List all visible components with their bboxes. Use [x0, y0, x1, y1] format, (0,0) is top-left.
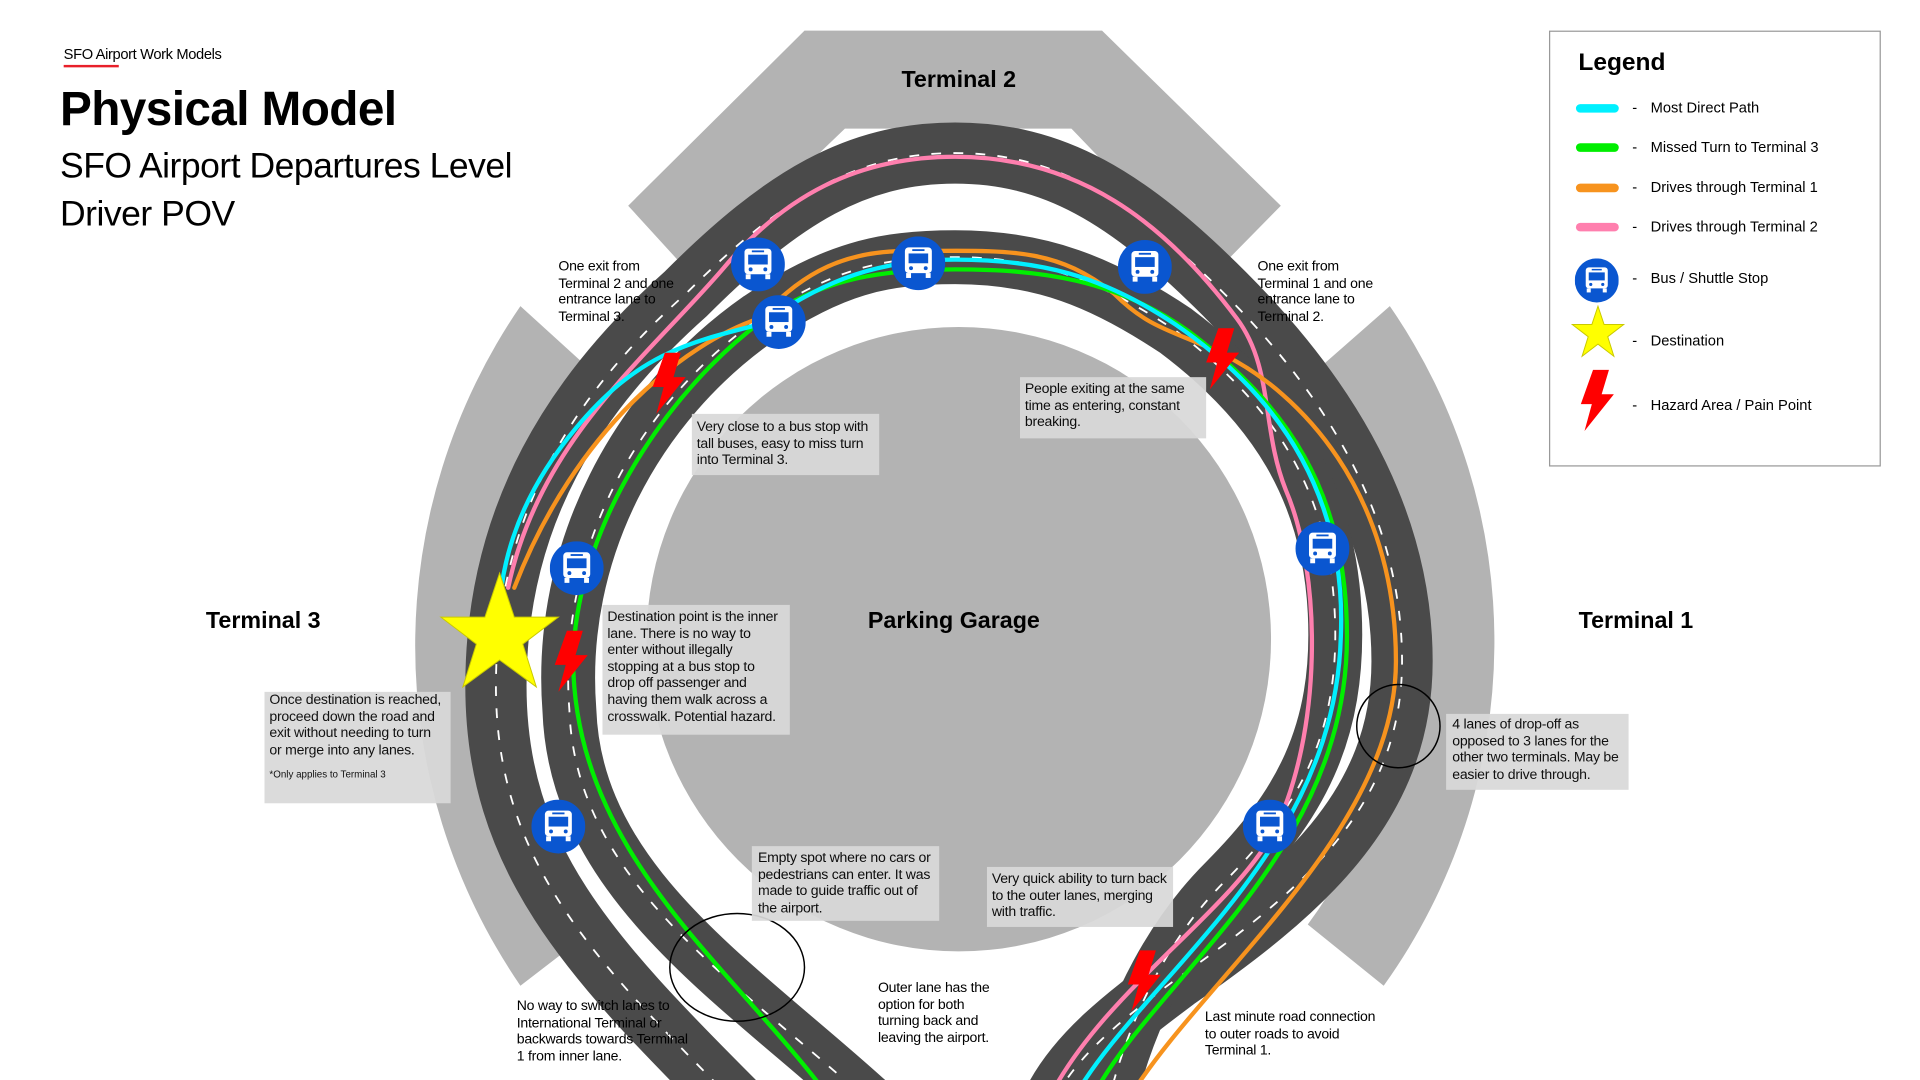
page-subtitle-pov: Driver POV: [60, 194, 235, 234]
callout-circle-four-lanes: [1356, 683, 1441, 769]
page-subtitle: SFO Airport Departures Level: [60, 146, 513, 187]
green-line-swatch: [1575, 143, 1619, 152]
legend-label: Bus / Shuttle Stop: [1650, 269, 1769, 287]
bus-icon: [751, 295, 806, 349]
parking-garage: [646, 326, 1272, 952]
note-four-lanes: 4 lanes of drop-off as opposed to 3 lane…: [1452, 717, 1619, 783]
bus-icon: [1574, 258, 1619, 303]
note-destination: Destination point is the inner lane. The…: [607, 609, 778, 725]
route-missed-turn-terminal-3: [570, 267, 1350, 1080]
note-quick-turn: Very quick ability to turn back to the o…: [991, 871, 1167, 920]
legend-label: Most Direct Path: [1650, 99, 1760, 117]
terminal-2-building: [628, 30, 1281, 276]
note-footnote: *Only applies to Terminal 3: [269, 769, 386, 781]
note-once-reached: Once destination is reached, proceed dow…: [269, 693, 442, 758]
bus-icon: [891, 236, 946, 291]
bus-icon: [1242, 799, 1297, 854]
lightning-icon: [1580, 369, 1614, 432]
legend-item-most-direct: - Most Direct Path: [1550, 99, 1879, 123]
terminal-2-label: Terminal 2: [901, 67, 1017, 94]
route-drives-through-terminal-1: [512, 248, 1399, 1080]
legend-item-bus-stop: - Bus / Shuttle Stop: [1550, 258, 1879, 303]
note-t2-exit: One exit from Terminal 2 and one entranc…: [558, 259, 674, 325]
legend-dash: -: [1632, 178, 1638, 196]
kicker-label: SFO Airport Work Models: [63, 45, 222, 63]
note-box-bus-close: Very close to a bus stop with tall buses…: [691, 413, 880, 476]
bus-icon: [1295, 521, 1350, 576]
legend-label: Destination: [1650, 331, 1725, 349]
bus-icon: [549, 541, 604, 596]
legend-dash: -: [1632, 99, 1638, 117]
legend-dash: -: [1632, 138, 1638, 156]
note-no-switch: No way to switch lanes to International …: [516, 999, 688, 1064]
legend-label: Missed Turn to Terminal 3: [1650, 138, 1819, 156]
note-outer-lane: Outer lane has the option for both turni…: [877, 980, 990, 1046]
pink-line-swatch: [1575, 222, 1619, 232]
route-most-direct-path: [497, 257, 1344, 1080]
orange-line-swatch: [1575, 183, 1619, 193]
note-bus-close: Very close to a bus stop with tall buses…: [696, 420, 869, 468]
kicker-underline: [63, 64, 119, 68]
star-icon: [1571, 304, 1625, 358]
page-title: Physical Model: [60, 83, 397, 136]
bus-icon: [1117, 240, 1172, 294]
terminal-1-building: [1307, 306, 1495, 986]
note-box-once-reached: Once destination is reached, proceed dow…: [264, 691, 451, 804]
legend-item-missed-turn: - Missed Turn to Terminal 3: [1550, 138, 1879, 162]
callout-circle-lane-switch: [669, 912, 806, 1022]
note-box-destination: Destination point is the inner lane. The…: [602, 604, 790, 735]
legend-dash: -: [1632, 331, 1638, 349]
legend-dash: -: [1632, 396, 1638, 414]
star-icon: [439, 571, 560, 689]
bus-icon: [731, 237, 785, 292]
note-exiting: People exiting at the same time as enter…: [1024, 382, 1185, 431]
note-box-four-lanes: 4 lanes of drop-off as opposed to 3 lane…: [1446, 713, 1629, 790]
note-t1-exit: One exit from Terminal 1 and one entranc…: [1257, 259, 1374, 325]
bus-icon: [531, 799, 586, 854]
legend-dash: -: [1632, 269, 1638, 287]
note-box-empty-spot: Empty spot where no cars or pedestrians …: [751, 846, 940, 921]
terminal-3-label: Terminal 3: [205, 608, 321, 635]
terminal-3-building: [415, 306, 601, 986]
legend-dash: -: [1632, 217, 1638, 236]
note-box-exiting: People exiting at the same time as enter…: [1020, 377, 1207, 439]
parking-garage-label: Parking Garage: [867, 608, 1040, 635]
legend: Legend - Most Direct Path - Missed Turn …: [1548, 30, 1881, 467]
legend-item-terminal-1: - Drives through Terminal 1: [1550, 179, 1879, 203]
terminal-1-label: Terminal 1: [1578, 608, 1694, 635]
legend-item-terminal-2: - Drives through Terminal 2: [1550, 218, 1879, 242]
legend-item-destination: - Destination: [1550, 304, 1879, 358]
legend-title: Legend: [1578, 48, 1666, 76]
legend-label: Hazard Area / Pain Point: [1650, 396, 1812, 414]
legend-label: Drives through Terminal 2: [1650, 217, 1818, 236]
note-box-quick-turn: Very quick ability to turn back to the o…: [986, 866, 1174, 927]
note-last-minute: Last minute road connection to outer roa…: [1204, 1010, 1376, 1059]
legend-label: Drives through Terminal 1: [1650, 178, 1818, 196]
cyan-line-swatch: [1575, 104, 1619, 113]
legend-item-hazard: - Hazard Area / Pain Point: [1550, 369, 1879, 432]
note-empty-spot: Empty spot where no cars or pedestrians …: [757, 851, 931, 916]
